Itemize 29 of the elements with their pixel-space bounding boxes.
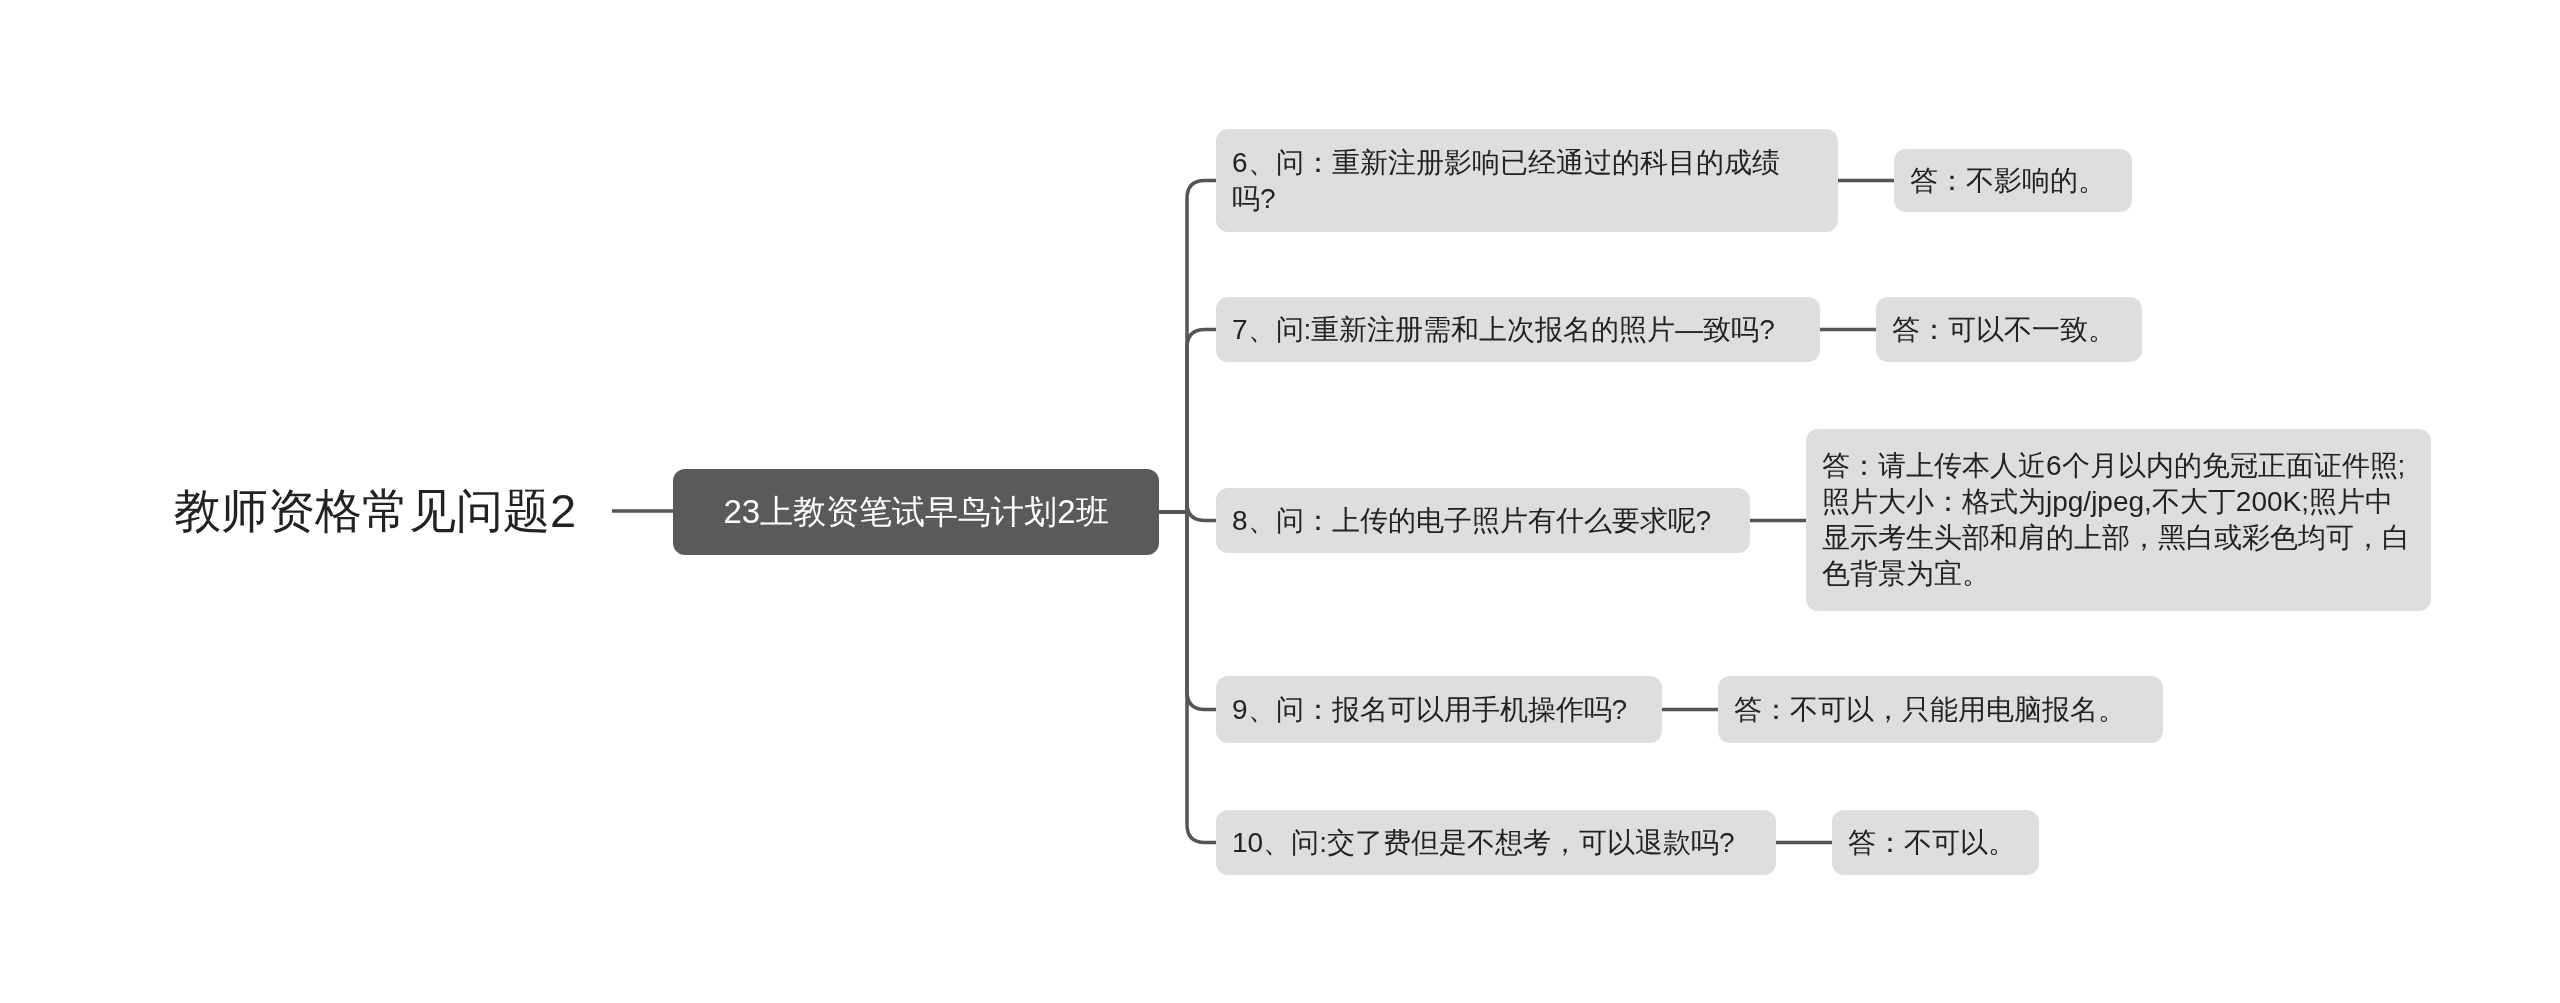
connector-line <box>1820 327 1876 332</box>
answer-box <box>1876 297 2142 362</box>
question-box <box>1216 488 1750 553</box>
answer-text: 答：不可以。 <box>1848 825 2016 860</box>
connector-line <box>612 509 673 513</box>
connector-line <box>1776 840 1832 845</box>
answer-text: 答：不影响的。 <box>1910 163 2106 198</box>
answer-text: 答：可以不一致。 <box>1892 312 2116 347</box>
answer-box <box>1718 676 2163 743</box>
connector-line <box>1662 707 1718 712</box>
question-box <box>1216 676 1662 743</box>
answer-box <box>1832 810 2039 875</box>
answer-text: 答：不可以，只能用电脑报名。 <box>1734 692 2126 727</box>
question-text: 10、问:交了费但是不想考，可以退款吗? <box>1232 825 1735 860</box>
connector-line <box>1750 518 1806 523</box>
question-text: 8、问：上传的电子照片有什么要求呢? <box>1232 503 1712 538</box>
answer-box <box>1894 149 2132 212</box>
question-box <box>1216 810 1776 875</box>
question-text: 6、问：重新注册影响已经通过的科目的成绩吗? <box>1232 145 1781 216</box>
topic-box <box>673 469 1159 555</box>
topic-label: 23上教资笔试早鸟计划2班 <box>723 491 1109 532</box>
question-text: 9、问：报名可以用手机操作吗? <box>1232 692 1628 727</box>
question-text: 7、问:重新注册需和上次报名的照片—致吗? <box>1232 312 1775 347</box>
question-box <box>1216 297 1820 362</box>
connector-line <box>1838 178 1894 183</box>
question-box <box>1216 129 1838 232</box>
answer-text: 答：请上传本人近6个月以内的免冠正面证件照;照片大小：格式为jpg/jpeg,不大丁200K;照片中显示考生头部和肩的上部，黑白或彩色均可，白色背景为宜。 <box>1822 449 2411 591</box>
answer-box <box>1806 429 2431 611</box>
topic-text: 教师资格常见问题2 <box>150 480 600 542</box>
